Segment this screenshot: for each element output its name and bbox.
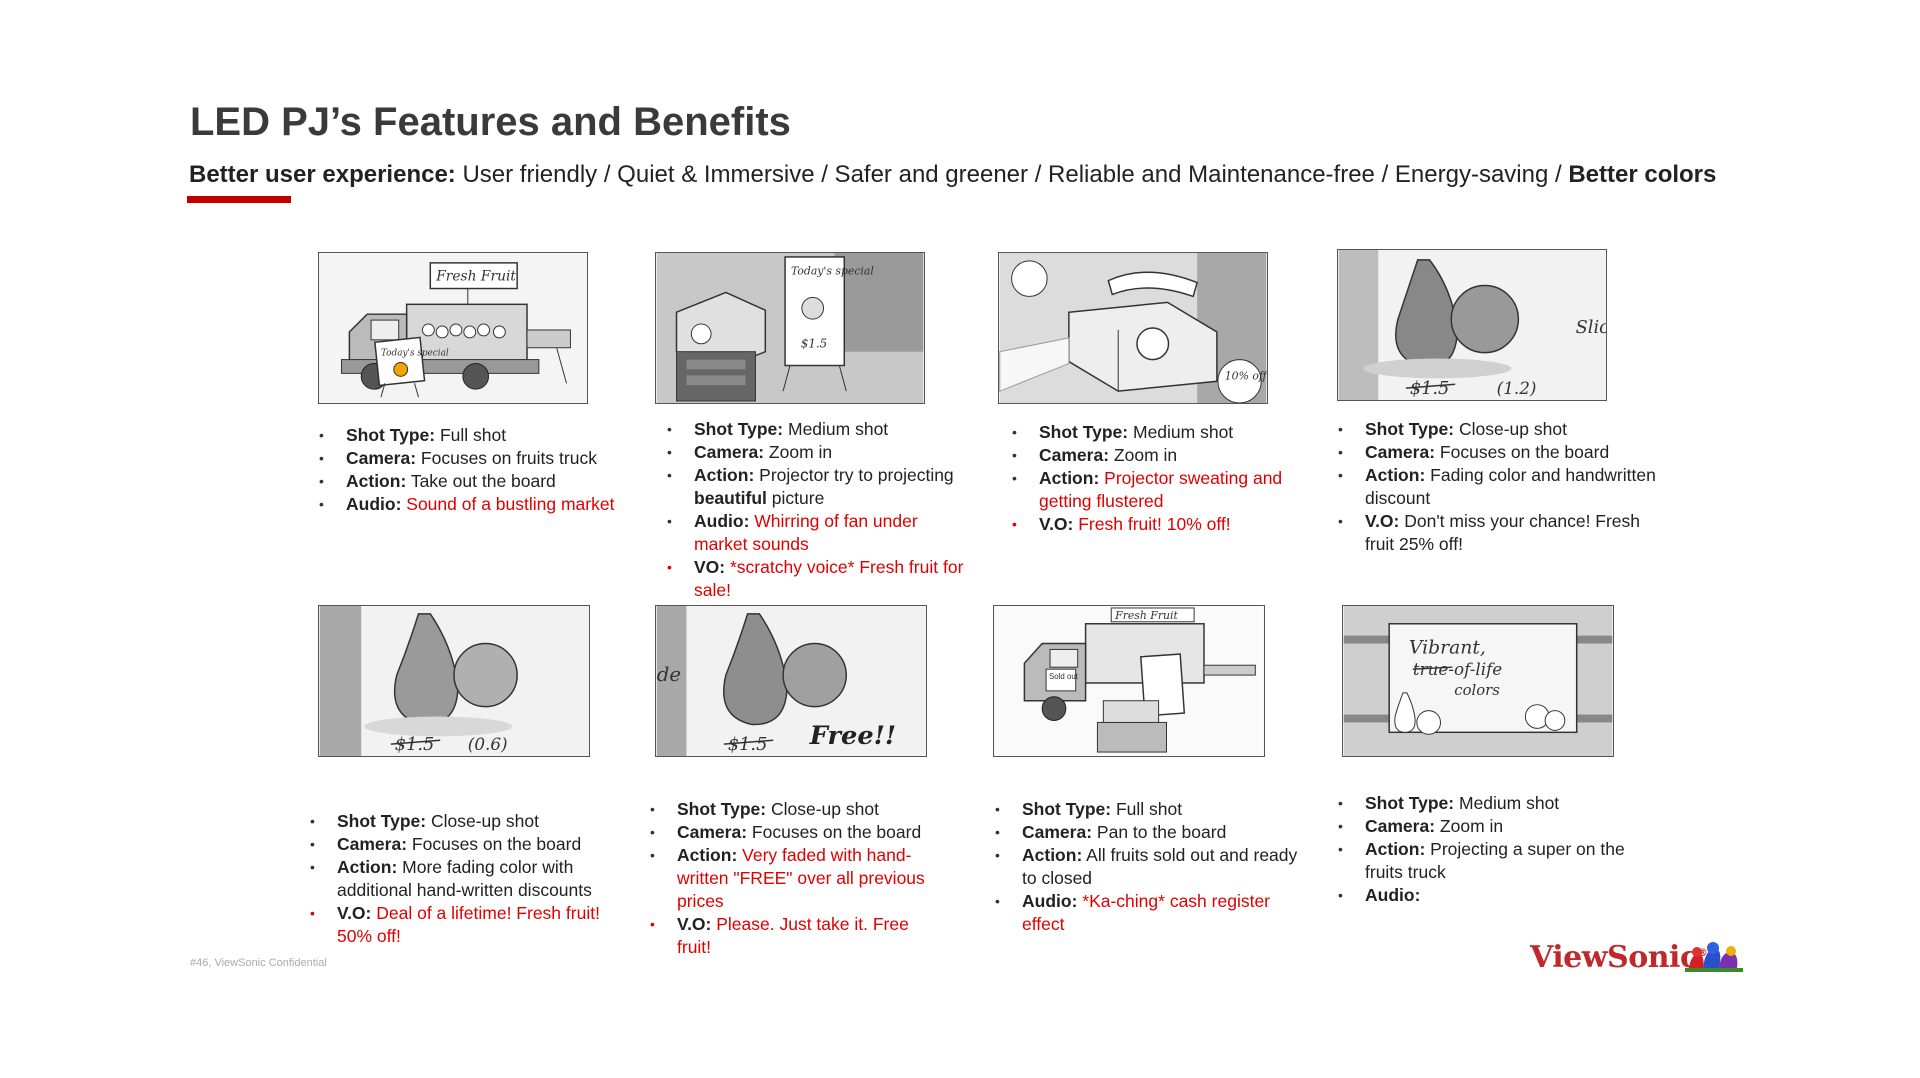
- note-shot-type: Shot Type: Medium shot: [1010, 421, 1300, 444]
- brand-name: ViewSonic: [1530, 940, 1698, 975]
- sketch-label: (0.6): [468, 734, 508, 754]
- storyboard-frame-5: $1.5 (0.6): [318, 605, 590, 757]
- note-camera: Camera: Zoom in: [665, 441, 965, 464]
- shot-notes-2: Shot Type: Medium shot Camera: Zoom in A…: [665, 418, 965, 602]
- sold-out-truck-sketch: Fresh Fruit Sold out: [994, 606, 1264, 756]
- shot-notes-8: Shot Type: Medium shot Camera: Zoom in A…: [1336, 792, 1666, 907]
- storyboard-frame-2: Today's special $1.5: [655, 252, 925, 404]
- note-action: Action: More fading color with additiona…: [308, 856, 628, 902]
- note-vo: V.O: Fresh fruit! 10% off!: [1010, 513, 1300, 536]
- sketch-label: $1.5: [801, 337, 827, 351]
- sketch-label: Vibrant,: [1409, 637, 1486, 658]
- page-title: LED PJ’s Features and Benefits: [190, 100, 791, 144]
- note-action: Action: Fading color and handwritten dis…: [1336, 464, 1656, 510]
- note-camera: Camera: Focuses on the board: [308, 833, 628, 856]
- shot-notes-6: Shot Type: Close-up shot Camera: Focuses…: [648, 798, 938, 959]
- sketch-label: $1.5: [1410, 379, 1450, 399]
- sketch-label: de: [657, 663, 681, 686]
- note-shot-type: Shot Type: Close-up shot: [1336, 418, 1656, 441]
- vibrant-colors-sketch: Vibrant, true-of-life colors: [1343, 606, 1613, 756]
- sketch-label: Fresh Fruit: [435, 269, 516, 285]
- note-action: Action: Very faded with hand-written "FR…: [648, 844, 938, 913]
- storyboard-frame-3: 10% off: [998, 252, 1268, 404]
- note-shot-type: Shot Type: Close-up shot: [308, 810, 628, 833]
- note-shot-type: Shot Type: Medium shot: [665, 418, 965, 441]
- storyboard-frame-8: Vibrant, true-of-life colors: [1342, 605, 1614, 757]
- subtitle-lead: Better user experience:: [189, 161, 456, 188]
- sketch-label: Sold out: [1049, 672, 1079, 681]
- board-closeup-sketch: $1.5 (1.2) Slic: [1338, 250, 1606, 400]
- shot-notes-5: Shot Type: Close-up shot Camera: Focuses…: [308, 810, 628, 948]
- sketch-label: Today's special: [791, 265, 874, 278]
- note-audio: Audio: Sound of a bustling market: [317, 493, 617, 516]
- note-action: Action: Projector sweating and getting f…: [1010, 467, 1300, 513]
- flustered-projector-sketch: 10% off: [999, 253, 1267, 403]
- sketch-label: Free!!: [809, 721, 896, 751]
- note-action: Action: Take out the board: [317, 470, 617, 493]
- birds-logo-icon: [1685, 942, 1743, 972]
- note-camera: Camera: Zoom in: [1010, 444, 1300, 467]
- confidential-footer: #46, ViewSonic Confidential: [190, 957, 327, 969]
- note-action: Action: Projecting a super on the fruits…: [1336, 838, 1666, 884]
- shot-notes-1: Shot Type: Full shot Camera: Focuses on …: [317, 424, 617, 516]
- note-camera: Camera: Focuses on the board: [1336, 441, 1656, 464]
- shot-notes-3: Shot Type: Medium shot Camera: Zoom in A…: [1010, 421, 1300, 536]
- truck-sketch: Fresh Fruit Today's special: [340, 262, 571, 398]
- subtitle-features: User friendly / Quiet & Immersive / Safe…: [455, 161, 1569, 188]
- note-action: Action: All fruits sold out and ready to…: [993, 844, 1313, 890]
- projector-sketch: Today's special $1.5: [656, 253, 924, 403]
- sketch-label: Today's special: [381, 349, 449, 359]
- sketch-label: Slic: [1576, 318, 1606, 338]
- note-vo: V.O: Deal of a lifetime! Fresh fruit! 50…: [308, 902, 628, 948]
- note-camera: Camera: Zoom in: [1336, 815, 1666, 838]
- note-action: Action: Projector try to projecting beau…: [665, 464, 965, 510]
- note-vo: V.O: Don't miss your chance! Fresh fruit…: [1336, 510, 1656, 556]
- sketch-label: colors: [1454, 682, 1500, 699]
- note-camera: Camera: Pan to the board: [993, 821, 1313, 844]
- sketch-label: true-of-life: [1413, 659, 1502, 679]
- free-board-sketch: de $1.5 Free!!: [656, 606, 926, 756]
- brand-mark: ®: [1697, 948, 1708, 959]
- note-shot-type: Shot Type: Full shot: [993, 798, 1313, 821]
- note-shot-type: Shot Type: Full shot: [317, 424, 617, 447]
- note-audio: Audio:: [1336, 884, 1666, 907]
- note-vo: VO: *scratchy voice* Fresh fruit for sal…: [665, 556, 965, 602]
- subtitle: Better user experience: User friendly / …: [189, 161, 1716, 189]
- note-camera: Camera: Focuses on fruits truck: [317, 447, 617, 470]
- title-underline: [187, 196, 291, 203]
- note-audio: Audio: Whirring of fan under market soun…: [665, 510, 965, 556]
- faded-board-sketch: $1.5 (0.6): [319, 606, 589, 756]
- note-shot-type: Shot Type: Close-up shot: [648, 798, 938, 821]
- viewsonic-logo: ViewSonic®: [1530, 940, 1708, 975]
- storyboard-frame-7: Fresh Fruit Sold out: [993, 605, 1265, 757]
- note-shot-type: Shot Type: Medium shot: [1336, 792, 1666, 815]
- note-vo: V.O: Please. Just take it. Free fruit!: [648, 913, 938, 959]
- storyboard-frame-1: Fresh Fruit Today's special: [318, 252, 588, 404]
- note-camera: Camera: Focuses on the board: [648, 821, 938, 844]
- storyboard-frame-4: $1.5 (1.2) Slic: [1337, 249, 1607, 401]
- storyboard-frame-6: de $1.5 Free!!: [655, 605, 927, 757]
- shot-notes-4: Shot Type: Close-up shot Camera: Focuses…: [1336, 418, 1656, 556]
- subtitle-end: Better colors: [1568, 161, 1717, 188]
- sketch-label: (1.2): [1497, 378, 1537, 398]
- sketch-label: $1.5: [728, 735, 768, 755]
- shot-notes-7: Shot Type: Full shot Camera: Pan to the …: [993, 798, 1313, 936]
- note-audio: Audio: *Ka-ching* cash register effect: [993, 890, 1313, 936]
- sketch-label: Fresh Fruit: [1114, 609, 1178, 622]
- sketch-label: $1.5: [395, 735, 435, 755]
- sketch-label: 10% off: [1225, 369, 1267, 382]
